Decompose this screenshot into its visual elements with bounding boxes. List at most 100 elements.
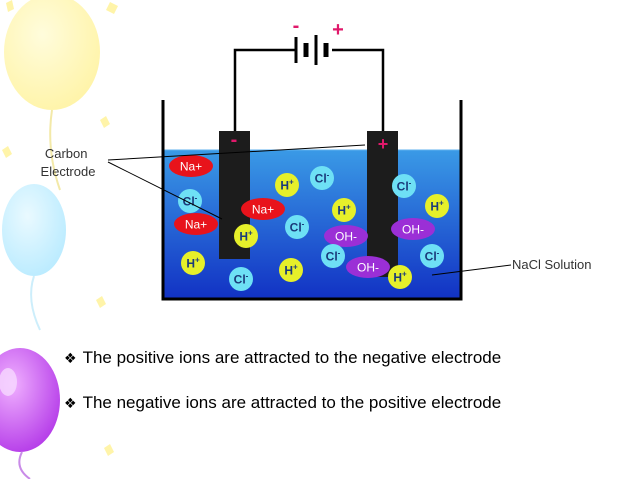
cl-ion: Cl- [420, 244, 444, 268]
h-ion-shape [181, 251, 205, 275]
ion-symbol: Cl [315, 172, 327, 186]
oh-ion: OH- [391, 218, 435, 240]
na-ion: Na+ [174, 213, 218, 235]
ion-charge: - [195, 194, 198, 203]
cl-ion-label: Cl- [183, 194, 198, 209]
nacl-solution-label: NaCl Solution [512, 257, 592, 272]
na-ion: Na+ [169, 155, 213, 177]
h-ion-label: H+ [393, 270, 407, 285]
cl-ion-label: Cl- [326, 249, 341, 264]
h-ion: H+ [275, 173, 299, 197]
cl-ion-shape [229, 267, 253, 291]
h-ion: H+ [332, 198, 356, 222]
h-ion-label: H+ [430, 199, 444, 214]
ion-charge: - [437, 249, 440, 258]
solution-leader-line [431, 264, 512, 276]
cl-ion-label: Cl- [315, 171, 330, 186]
ion-symbol: H [186, 257, 195, 271]
positive-electrode [367, 131, 398, 277]
ion-charge: - [246, 272, 249, 281]
oh-ion: OH- [346, 256, 390, 278]
cl-ion-shape [285, 215, 309, 239]
ion-charge: + [293, 263, 298, 272]
balloon-icon [0, 348, 60, 479]
h-ion-label: H+ [239, 229, 253, 244]
negative-electrode-sign: - [231, 129, 238, 151]
ion-symbol: Cl [397, 180, 409, 194]
h-ion: H+ [388, 265, 412, 289]
cl-ion: Cl- [310, 166, 334, 190]
bullet-text: The positive ions are attracted to the n… [82, 348, 502, 367]
na-ion-label: Na+ [185, 218, 207, 232]
h-ion: H+ [425, 194, 449, 218]
cl-ion-label: Cl- [397, 179, 412, 194]
h-ion-shape [275, 173, 299, 197]
na-ion-shape [174, 213, 218, 235]
battery-negative-label: - [293, 15, 300, 37]
h-ion-shape [425, 194, 449, 218]
balloon-icon [4, 0, 100, 191]
ion-symbol: Cl [234, 273, 246, 287]
h-ion-label: H+ [280, 178, 294, 193]
h-ion-shape [388, 265, 412, 289]
ion-charge: + [402, 270, 407, 279]
diamond-bullet-icon: ❖ [64, 351, 77, 367]
h-ion: H+ [181, 251, 205, 275]
ion-symbol: Na+ [185, 218, 207, 232]
ion-symbol: Cl [183, 195, 195, 209]
h-ion-shape [234, 224, 258, 248]
ion-charge: - [327, 171, 330, 180]
cl-ion-shape [321, 244, 345, 268]
ion-charge: - [409, 179, 412, 188]
cl-ion-shape [420, 244, 444, 268]
oh-ion: OH- [324, 225, 368, 247]
h-ion-label: H+ [337, 203, 351, 218]
cl-ion-shape [178, 189, 202, 213]
cl-ion-shape [392, 174, 416, 198]
ion-symbol: Na+ [252, 203, 274, 217]
na-ion-label: Na+ [180, 160, 202, 174]
cl-ion: Cl- [285, 215, 309, 239]
ion-symbol: H [337, 204, 346, 218]
ion-symbol: H [280, 179, 289, 193]
na-ion-shape [169, 155, 213, 177]
cl-ion: Cl- [321, 244, 345, 268]
ion-symbol: H [430, 200, 439, 214]
beaker [161, 100, 463, 301]
ion-group: Na+Na+Na+OH-OH-OH-H+H+H+H+H+H+H+Cl-Cl-Cl… [169, 155, 449, 291]
h-ion-label: H+ [284, 263, 298, 278]
bullet-negative-ions: ❖ The negative ions are attracted to the … [64, 393, 501, 413]
bullet-positive-ions: ❖ The positive ions are attracted to the … [64, 348, 501, 368]
h-ion-shape [279, 258, 303, 282]
balloon-icon [2, 184, 66, 331]
ion-charge: + [346, 203, 351, 212]
ion-symbol: Na+ [180, 160, 202, 174]
ion-charge: + [195, 256, 200, 265]
h-ion: H+ [279, 258, 303, 282]
oh-ion-shape [391, 218, 435, 240]
na-ion-label: Na+ [252, 203, 274, 217]
ion-charge: + [439, 199, 444, 208]
ion-symbol: Cl [326, 250, 338, 264]
positive-electrode-sign: + [378, 134, 389, 154]
battery-icon [294, 35, 329, 65]
ion-charge: - [338, 249, 341, 258]
ion-symbol: OH- [357, 261, 379, 275]
cl-ion-label: Cl- [290, 220, 305, 235]
carbon-electrode-label: Carbon Electrode [41, 146, 96, 179]
oh-ion-label: OH- [402, 223, 424, 237]
diamond-bullet-icon: ❖ [64, 396, 77, 412]
bullet-text: The negative ions are attracted to the p… [82, 393, 502, 412]
ion-symbol: H [239, 230, 248, 244]
ion-charge: + [289, 178, 294, 187]
h-ion-label: H+ [186, 256, 200, 271]
oh-ion-shape [346, 256, 390, 278]
na-ion-shape [241, 198, 285, 220]
ion-symbol: Cl [290, 221, 302, 235]
ion-symbol: H [393, 271, 402, 285]
oh-ion-label: OH- [357, 261, 379, 275]
oh-ion-label: OH- [335, 230, 357, 244]
ion-charge: + [248, 229, 253, 238]
cl-ion-label: Cl- [425, 249, 440, 264]
